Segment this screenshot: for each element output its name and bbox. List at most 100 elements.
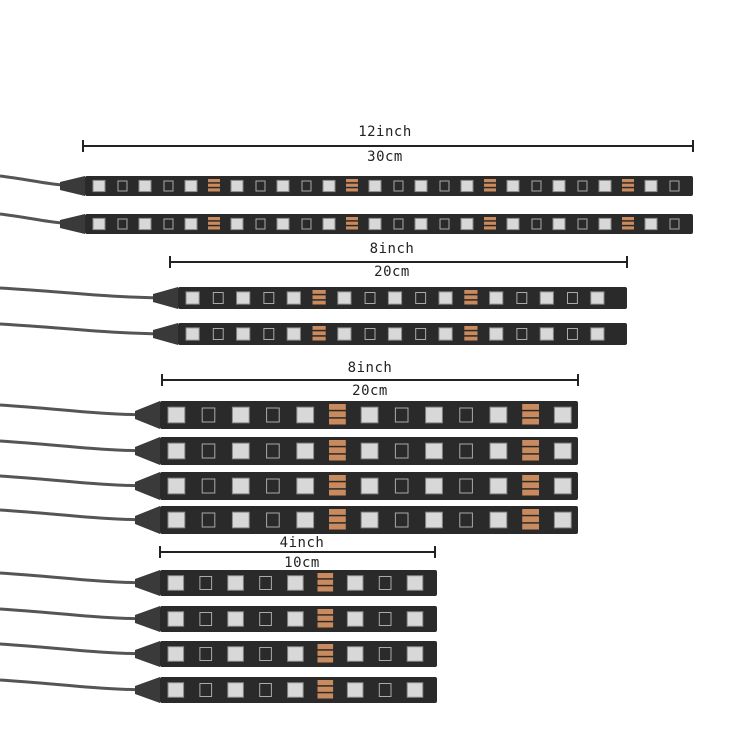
resistor xyxy=(317,622,334,628)
led-chip xyxy=(231,477,250,495)
resistor xyxy=(484,188,496,192)
led-chip xyxy=(227,575,244,591)
led-chip xyxy=(231,406,250,424)
led-chip xyxy=(506,179,520,193)
solder-pad xyxy=(266,478,280,494)
solder-pad xyxy=(459,443,473,459)
resistor xyxy=(329,418,346,425)
led-chip xyxy=(230,179,244,193)
solder-pad xyxy=(199,612,213,626)
led-chip xyxy=(438,291,453,305)
resistor xyxy=(317,686,334,692)
led-chip xyxy=(296,477,315,495)
solder-pad xyxy=(567,328,578,340)
resistor xyxy=(312,300,326,305)
resistor xyxy=(317,573,334,579)
heat-shrink xyxy=(135,437,160,465)
resistor xyxy=(484,183,496,187)
resistor xyxy=(329,475,346,481)
led-chip xyxy=(489,511,508,529)
led-chip xyxy=(286,291,301,305)
led-chip xyxy=(236,291,251,305)
solder-pad xyxy=(117,218,128,230)
led-chip xyxy=(406,682,424,698)
led-chip xyxy=(590,291,605,305)
led-chip xyxy=(598,217,612,231)
resistor xyxy=(622,179,634,183)
resistor xyxy=(464,331,478,336)
solder-pad xyxy=(266,443,280,459)
led-chip xyxy=(553,477,572,495)
resistor xyxy=(329,516,346,523)
heat-shrink xyxy=(135,401,160,429)
resistor xyxy=(317,657,334,663)
led-chip xyxy=(138,179,152,193)
led-chip xyxy=(644,179,658,193)
led-chip xyxy=(185,327,200,341)
solder-pad xyxy=(163,180,174,192)
resistor xyxy=(346,188,358,192)
led-chip xyxy=(360,406,379,424)
led-chip xyxy=(360,442,379,460)
led-chip xyxy=(425,477,443,495)
resistor xyxy=(329,447,346,454)
solder-pad xyxy=(394,478,409,494)
resistor xyxy=(522,440,539,446)
heat-shrink xyxy=(135,606,160,632)
led-chip xyxy=(92,217,106,231)
led-chip xyxy=(406,646,424,662)
resistor xyxy=(329,454,346,461)
resistor xyxy=(312,295,326,300)
resistor xyxy=(346,217,358,221)
resistor xyxy=(522,411,539,418)
resistor xyxy=(464,300,478,305)
led-chip xyxy=(92,179,106,193)
resistor xyxy=(522,516,539,523)
solder-pad xyxy=(212,328,224,340)
solder-pad xyxy=(393,180,404,192)
resistor xyxy=(329,523,346,530)
led-chip xyxy=(438,327,453,341)
led-chip xyxy=(553,511,572,529)
led-chip xyxy=(227,646,244,662)
led-chip xyxy=(406,611,424,627)
resistor xyxy=(317,650,334,656)
solder-pad xyxy=(516,292,528,304)
resistor xyxy=(317,579,334,585)
heat-shrink xyxy=(60,176,85,196)
resistor xyxy=(317,586,334,592)
resistor xyxy=(522,454,539,461)
solder-pad xyxy=(415,292,427,304)
resistor xyxy=(329,440,346,446)
solder-pad xyxy=(669,218,680,230)
led-chip xyxy=(590,327,605,341)
led-chip xyxy=(460,179,474,193)
resistor xyxy=(317,680,334,686)
led-chip xyxy=(360,511,379,529)
heat-shrink xyxy=(60,214,85,234)
led-chip xyxy=(539,327,554,341)
led-chip xyxy=(489,327,504,341)
resistor xyxy=(622,188,634,192)
heat-shrink xyxy=(135,677,160,703)
led-chip xyxy=(167,511,186,529)
led-chip xyxy=(276,217,290,231)
dimension-label-inch-1: 12inch xyxy=(358,124,412,140)
resistor xyxy=(329,489,346,496)
led-chip xyxy=(425,406,443,424)
resistor xyxy=(484,179,496,183)
heat-shrink xyxy=(135,570,160,596)
resistor xyxy=(317,615,334,621)
dimension-label-cm-1: 30cm xyxy=(367,149,403,165)
resistor xyxy=(522,447,539,454)
solder-pad xyxy=(439,180,450,192)
cable xyxy=(0,322,179,336)
resistor xyxy=(317,644,334,650)
solder-pad xyxy=(199,576,213,590)
led-chip xyxy=(387,291,403,305)
solder-pad xyxy=(378,683,392,697)
led-chip xyxy=(346,646,364,662)
led-chip xyxy=(287,646,304,662)
heat-shrink xyxy=(135,641,160,667)
